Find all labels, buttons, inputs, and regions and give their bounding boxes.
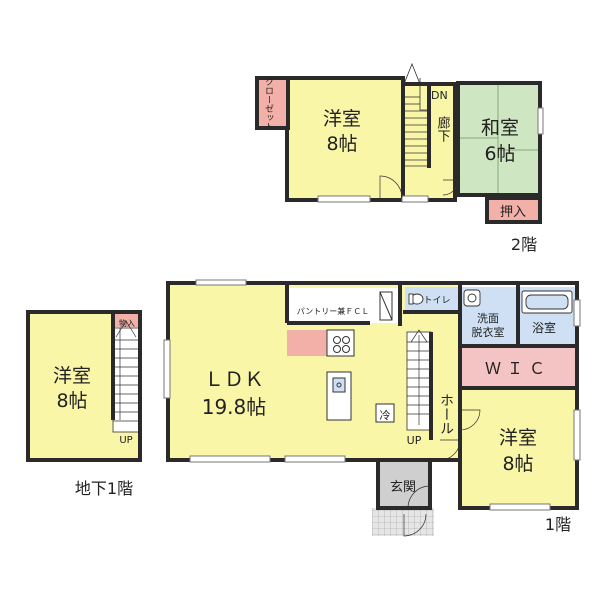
storage-b1	[113, 313, 140, 327]
entrance	[378, 460, 430, 507]
pantry-label: パントリー兼ＦＣＬ	[297, 306, 369, 316]
room-name-1f-western: 洋室	[499, 427, 537, 449]
fridge-label: 冷	[380, 409, 391, 422]
western-room-1f	[460, 390, 575, 508]
floor-label-b1: 地下1階	[75, 479, 133, 498]
pantry-step	[287, 330, 327, 356]
washroom-label-2: 脱衣室	[472, 325, 505, 339]
pantry	[287, 288, 399, 323]
room-size-2f-japanese: 6帖	[484, 143, 515, 165]
fixtures	[408, 289, 573, 314]
room-size-1f-western: 8帖	[502, 453, 533, 475]
room-size-b1: 8帖	[56, 390, 87, 412]
storage-label-b1: 物入	[119, 318, 135, 328]
wic	[460, 346, 575, 388]
floor-basement: 物入 洋室 8帖 UP 地下1階	[26, 310, 142, 498]
closet-2f	[257, 78, 291, 128]
hall-label: ホール	[438, 393, 454, 435]
room-name-2f-japanese: 和室	[481, 117, 519, 139]
floor-1: ＬＤＫ 19.8帖 パントリー兼ＦＣＬ 冷 UP ホール トイレ 洗面 脱衣室 …	[163, 279, 581, 537]
washroom-label-1: 洗面	[477, 312, 499, 325]
floor-label-2f: 2階	[511, 235, 537, 254]
western-room-2f	[287, 78, 403, 198]
up-label-b1: UP	[119, 435, 132, 446]
dn-label-2f: DN	[431, 89, 448, 102]
toilet-label: トイレ	[423, 296, 450, 306]
entrance-porch	[372, 508, 434, 536]
bathroom-label: 浴室	[532, 320, 556, 335]
room-name-2f-western: 洋室	[323, 108, 361, 130]
closet-label-2f: クローゼット	[263, 77, 274, 131]
ldk-name: ＬＤＫ	[204, 367, 264, 391]
floor-2: クローゼット 洋室 8帖 DN 廊下 和室 6帖 押入 2階	[255, 62, 544, 254]
room-size-2f-western: 8帖	[326, 133, 357, 155]
stairs-b1	[112, 320, 141, 433]
floor-label-1f: 1階	[545, 515, 571, 534]
entrance-label: 玄関	[390, 480, 416, 495]
ldk-size: 19.8帖	[202, 395, 267, 419]
room-name-b1: 洋室	[53, 365, 91, 387]
corridor-label-2f: 廊下	[435, 115, 451, 142]
stairs-1f	[406, 329, 432, 431]
kitchen	[326, 291, 395, 423]
oshiire-2f	[487, 198, 540, 222]
oshiire-label-2f: 押入	[500, 205, 526, 220]
fridge-box	[375, 403, 395, 423]
wic-label: ＷＩＣ	[485, 359, 551, 378]
up-label-1f: UP	[407, 434, 422, 447]
